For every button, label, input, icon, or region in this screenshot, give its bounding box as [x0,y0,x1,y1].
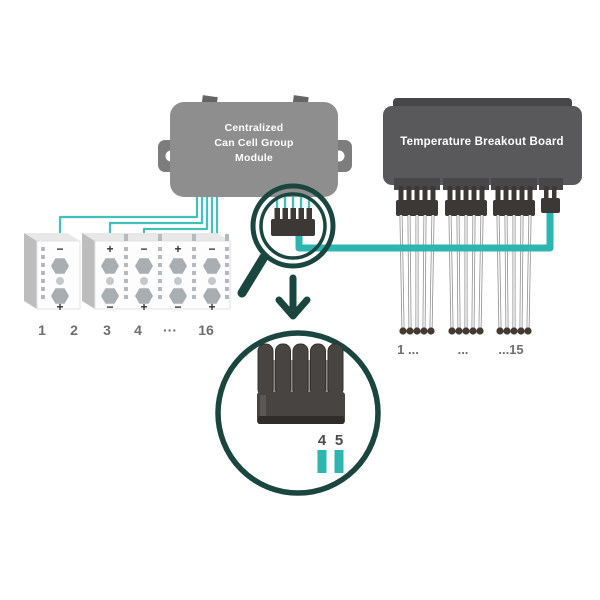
sensor-label-row: 1 ... ... ...15 [397,342,523,357]
thermistor-bundle-2 [446,213,486,337]
cell-number-4: 4 [134,322,142,338]
battery-cell-1: − + [24,233,81,314]
thermistor-connector-1 [396,186,438,216]
module-label-line2: Can Cell Group [214,137,293,149]
comm-teal-wire [295,213,554,252]
cell4-top-sign: − [140,242,147,256]
detail-connector [257,343,345,424]
connector-detail-inset: 4 5 [215,330,381,496]
pin-label-4: 4 [318,432,327,449]
pin-5-marker [334,450,344,473]
cell16-bottom-sign: + [208,300,215,314]
zoom-arrow [275,274,311,320]
magnified-connector [271,208,315,236]
magnifier [237,183,336,298]
cell1-bottom-sign: + [56,300,63,314]
group-cell-terminals: + − + − − + − + [101,242,221,314]
cell1-top-sign: − [56,242,63,256]
module-body [170,102,338,197]
cell-number-1: 1 [38,322,46,338]
pin-label-5: 5 [335,432,343,449]
cell16-top-sign: − [208,242,215,256]
cell-number-3: 3 [103,322,111,338]
thermistor-bundle-3 [494,213,534,337]
magnifier-ring-outer [250,183,336,269]
board-label: Temperature Breakout Board [400,136,563,148]
module-label-line1: Centralized [225,122,284,134]
cell3-bottom-sign: − [106,300,113,314]
thermistor-bundle-1 [397,213,437,337]
cell-number-2: 2 [70,322,78,338]
thermistor-connector-2 [445,186,487,216]
battery-cell-group: + − + − − + − + [82,233,231,314]
comm-connector [541,186,560,213]
module-label-line3: Module [235,152,273,164]
magnifier-ring-inner [259,192,327,260]
cell3-top-sign: + [106,242,113,256]
sensor-label-1: 1 ... [397,342,419,357]
sensor-label-dots: ... [458,342,469,357]
cell-number-16: 16 [198,322,214,338]
magnifier-handle [237,252,269,298]
cell-number-row: 1 2 3 4 ··· 16 [38,322,214,338]
board-body [383,106,582,185]
board-connector-tabs [394,178,563,190]
temperature-breakout-board: Temperature Breakout Board [383,98,582,216]
pin-4-marker [317,450,327,473]
cell-number-dots: ··· [163,322,177,338]
can-module: Centralized Can Cell Group Module [158,95,352,197]
cell-dots-top-sign: + [174,242,181,256]
sensor-label-15: ...15 [498,342,523,357]
thermistor-connector-3 [493,186,535,216]
cell4-bottom-sign: + [140,300,147,314]
cell-dots-bottom-sign: − [174,300,181,314]
